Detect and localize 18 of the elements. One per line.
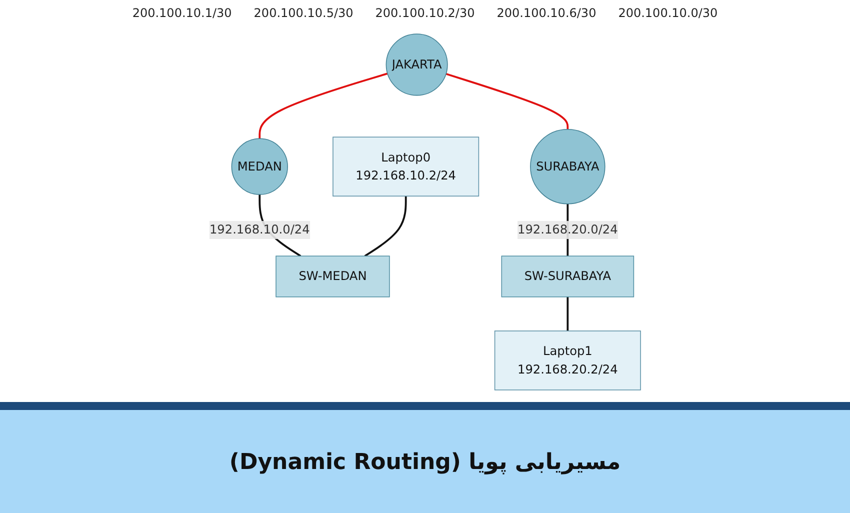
edge-label: 192.168.20.0/24 <box>518 222 618 237</box>
connector <box>446 73 569 130</box>
ip-address-label: 200.100.10.6/30 <box>496 6 596 20</box>
edge-label: 192.168.10.0/24 <box>209 222 310 237</box>
node-box: SW-SURABAYA <box>501 256 634 298</box>
connector <box>566 296 569 331</box>
node-box: SW-MEDAN <box>276 256 390 298</box>
ip-address-label: 200.100.10.5/30 <box>254 6 354 20</box>
node-circle: SURABAYA <box>530 128 606 204</box>
node-box: Laptop1 192.168.20.2/24 <box>494 330 641 390</box>
ip-address-label: 200.100.10.2/30 <box>375 6 475 20</box>
title: مسیریابی پویا (Dynamic Routing) <box>229 450 621 475</box>
ip-address-label: 200.100.10.0/30 <box>618 6 718 20</box>
connector <box>258 72 388 139</box>
connector <box>364 196 407 257</box>
ip-address-label: 200.100.10.1/30 <box>132 6 232 20</box>
node-circle: MEDAN <box>231 138 288 195</box>
node-box: Laptop0 192.168.10.2/24 <box>332 136 480 196</box>
